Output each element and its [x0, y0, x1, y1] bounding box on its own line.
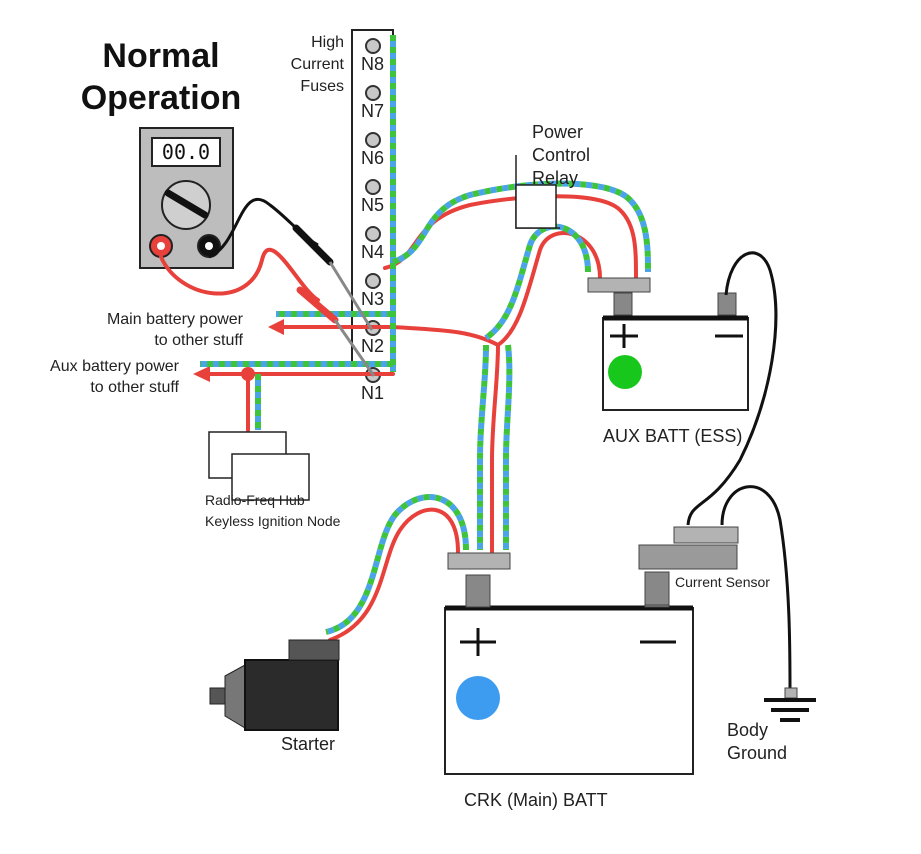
ground-label-line1: Body — [727, 720, 769, 740]
meter-leads — [208, 197, 376, 377]
fuse-label-n5: N5 — [361, 195, 385, 215]
fuses-heading-line1: High — [311, 34, 344, 51]
aux-clamp — [587, 277, 651, 293]
fuses-heading-line3: Fuses — [300, 78, 344, 95]
fuses-heading-line2: Current — [290, 56, 344, 73]
main-indicator-icon — [456, 676, 500, 720]
aux-output-arrow-icon — [193, 366, 210, 382]
fuse-terminal-icon — [365, 273, 381, 289]
aux-output-label-line2: to other stuff — [90, 379, 179, 396]
fuse-terminal-icon — [365, 132, 381, 148]
main-clamp — [447, 552, 511, 570]
meter-display: 00.0 — [151, 137, 221, 167]
fuse-label-n7: N7 — [361, 101, 385, 121]
fuse-label-n6: N6 — [361, 148, 385, 168]
fuse-label-n2: N2 — [361, 336, 385, 356]
power-control-relay — [515, 155, 560, 229]
title-line1: Normal — [102, 37, 220, 75]
main-batt-label: CRK (Main) BATT — [464, 790, 608, 810]
fuse-terminal-icon — [365, 179, 381, 195]
title-line2: Operation — [80, 79, 242, 117]
fuse-label-n1: N1 — [361, 383, 385, 403]
fuse-label-n8: N8 — [361, 54, 385, 74]
relay-label-line1: Power — [532, 122, 584, 142]
ground-label-line2: Ground — [727, 743, 788, 763]
current-sensor-label: Current Sensor — [675, 574, 770, 590]
fuse-terminal-icon — [365, 38, 381, 54]
main-output-label-line2: to other stuff — [154, 332, 243, 349]
aux-output-label-line1: Aux battery power — [50, 358, 179, 375]
fuse-label-n3: N3 — [361, 289, 385, 309]
ground-cables — [686, 251, 792, 691]
ground-symbol-icon — [764, 687, 816, 722]
starter-motor — [209, 639, 340, 731]
modules-label-line2: Keyless Ignition Node — [205, 513, 341, 529]
modules-label-line1: Radio-Freq Hub — [205, 492, 305, 508]
aux-battery — [587, 277, 749, 411]
main-output-arrow-icon — [268, 319, 284, 335]
current-sensor — [638, 526, 739, 606]
hub-modules — [208, 431, 310, 501]
starter-label: Starter — [281, 734, 336, 754]
main-output-label-line1: Main battery power — [106, 311, 243, 328]
splice-dot-icon — [241, 367, 255, 381]
aux-batt-label: AUX BATT (ESS) — [603, 426, 743, 446]
relay-label-line3: Relay — [532, 168, 579, 188]
relay-label-line2: Control — [532, 145, 591, 165]
fuse-terminal-icon — [365, 85, 381, 101]
fuse-terminal-icon — [365, 226, 381, 242]
fuse-label-n4: N4 — [361, 242, 385, 262]
aux-indicator-icon — [608, 355, 642, 389]
